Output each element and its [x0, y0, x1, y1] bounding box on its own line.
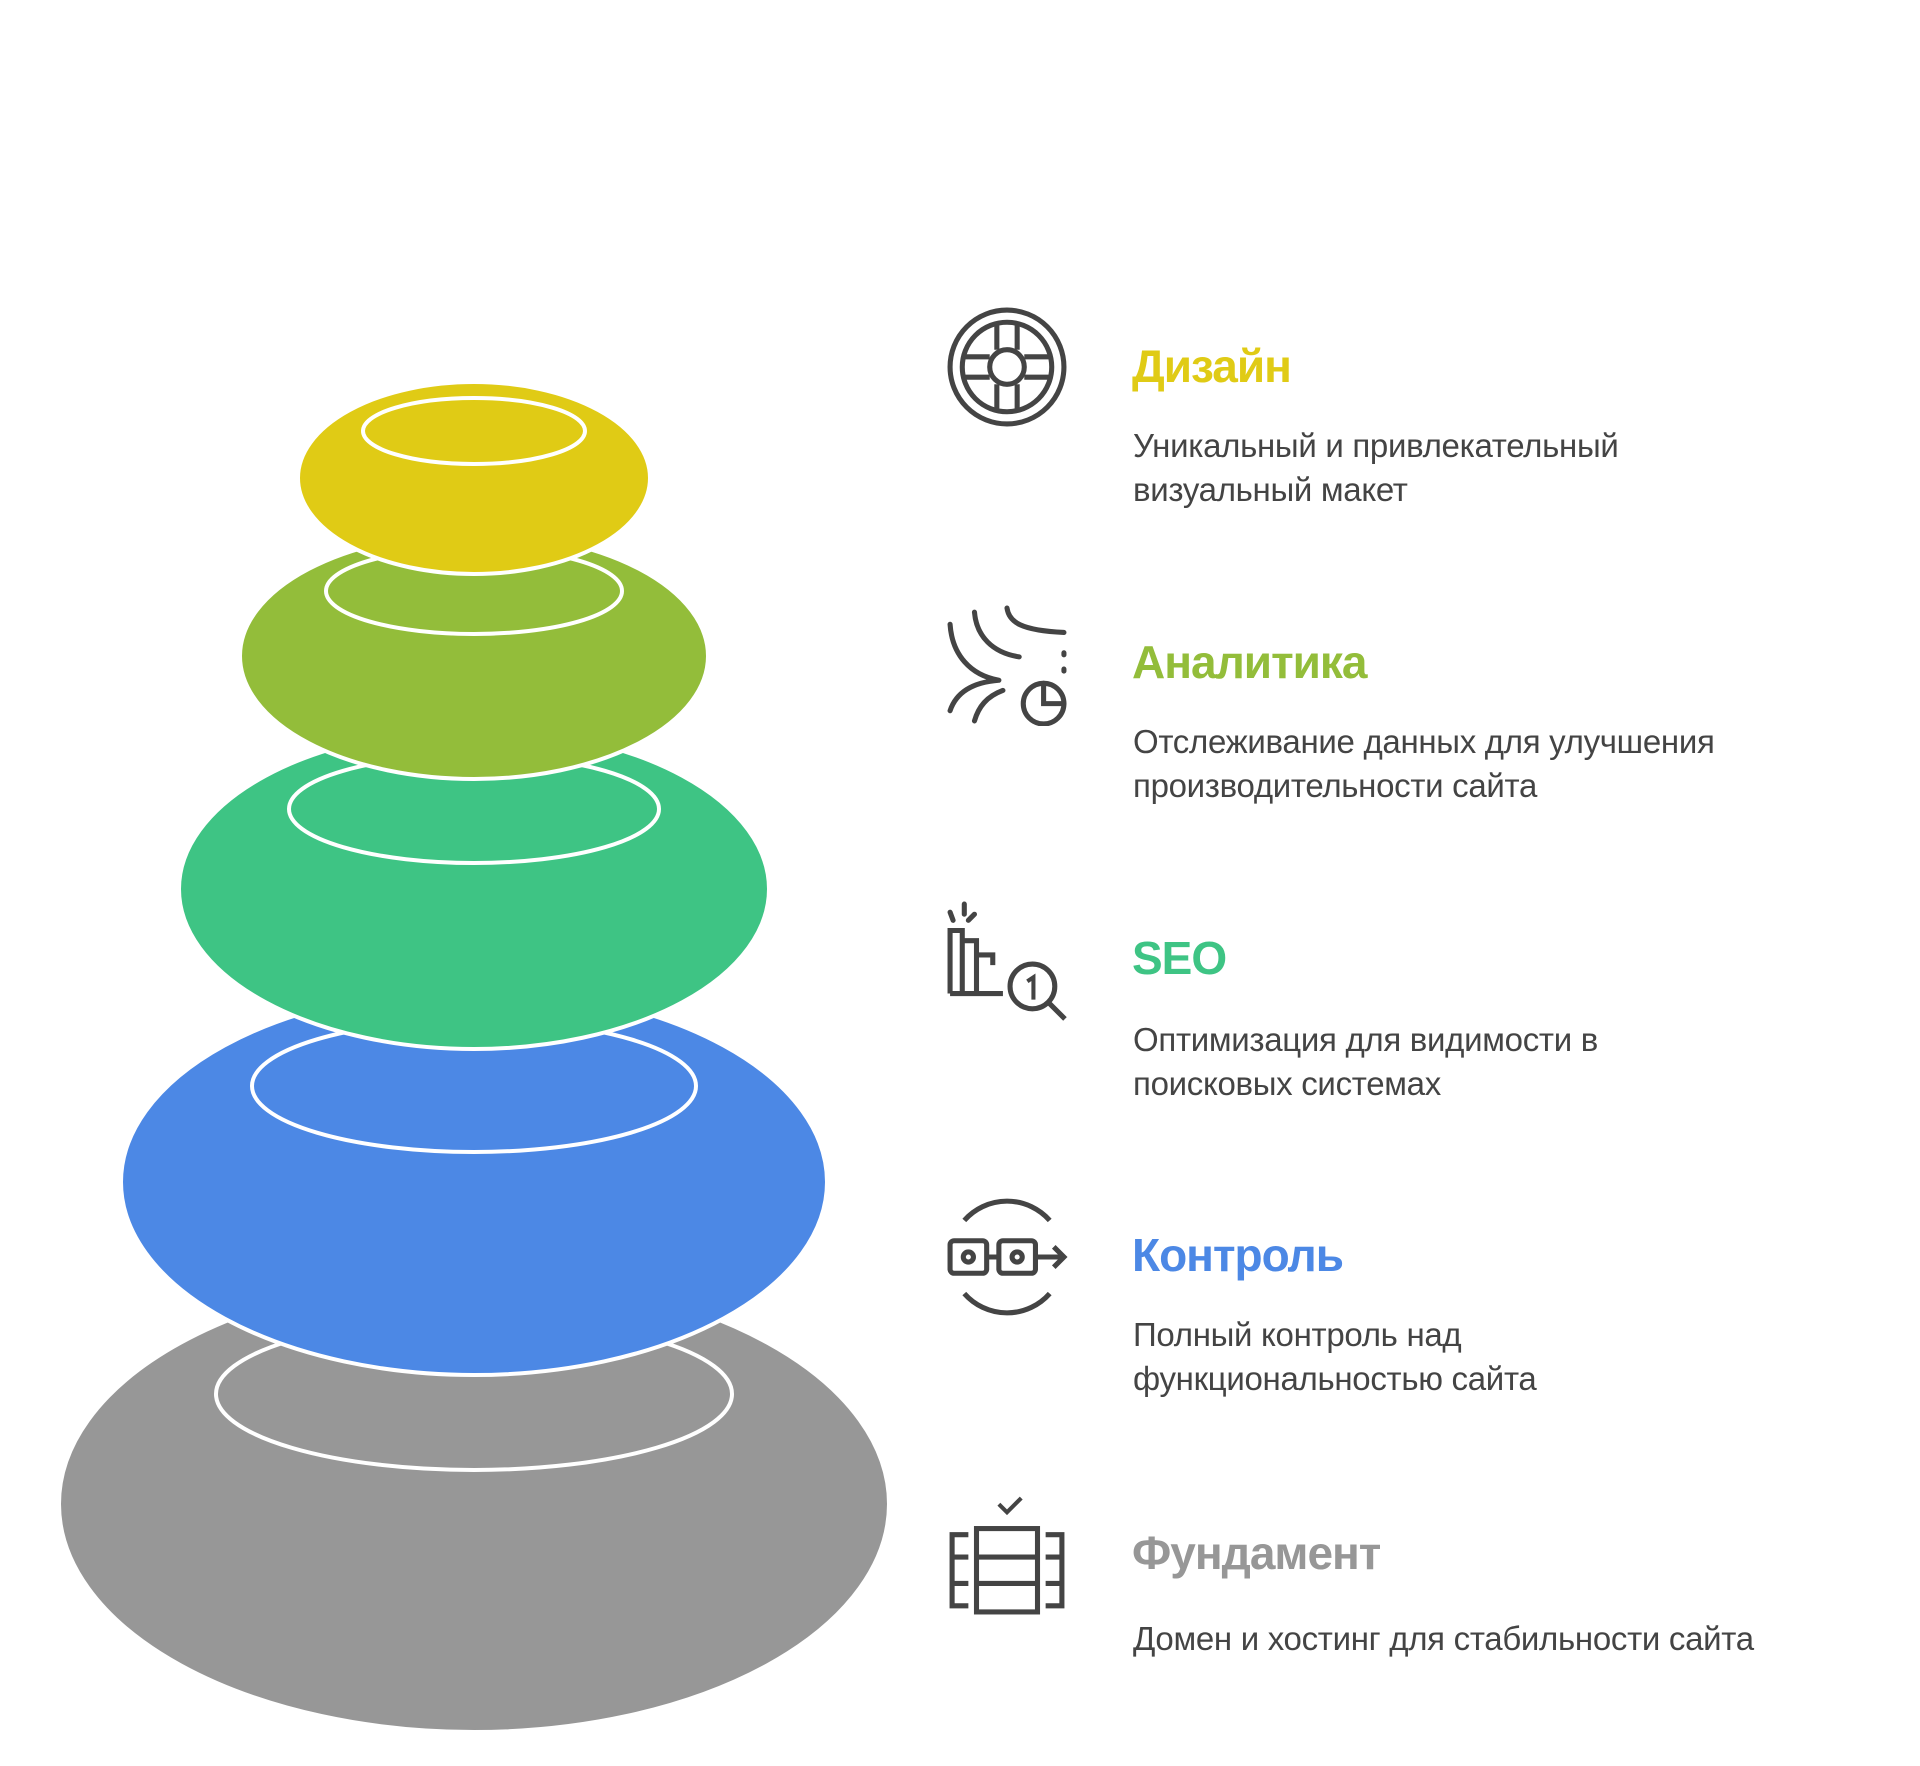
desc-line: Домен и хостинг для стабильности сайта: [1133, 1620, 1754, 1657]
layer-title-design: Дизайн: [1132, 340, 1292, 392]
layer-desc-foundation: Домен и хостинг для стабильности сайта: [1133, 1617, 1893, 1661]
analytics-chart-icon: [947, 605, 1067, 726]
desc-line: Отслеживание данных для улучшения: [1133, 723, 1715, 760]
control-flow-icon: [947, 1198, 1068, 1316]
layer-title-control: Контроль: [1132, 1229, 1344, 1281]
desc-line: производительности сайта: [1133, 767, 1538, 804]
desc-line: Оптимизация для видимости в: [1133, 1021, 1598, 1058]
desc-line: функциональностью сайта: [1133, 1360, 1537, 1397]
layer-desc-control: Полный контроль над функциональностью са…: [1133, 1313, 1893, 1401]
desc-line: Полный контроль над: [1133, 1316, 1462, 1353]
layer-desc-seo: Оптимизация для видимости в поисковых си…: [1133, 1018, 1893, 1106]
server-foundation-icon: [949, 1496, 1065, 1615]
layer-desc-design: Уникальный и привлекательный визуальный …: [1133, 424, 1893, 512]
desc-line: Уникальный и привлекательный: [1133, 427, 1619, 464]
desc-line: поисковых системах: [1133, 1065, 1441, 1102]
ring-design-hole: [361, 396, 587, 466]
layer-title-seo: SEO: [1132, 932, 1227, 984]
seo-ranking-icon: [947, 901, 1067, 1021]
layer-title-foundation: Фундамент: [1132, 1527, 1381, 1579]
ring-design: [296, 380, 652, 576]
layer-desc-analytics: Отслеживание данных для улучшения произв…: [1133, 720, 1893, 808]
desc-line: визуальный макет: [1133, 471, 1408, 508]
layer-title-analytics: Аналитика: [1132, 636, 1367, 688]
design-target-icon: [947, 307, 1067, 427]
